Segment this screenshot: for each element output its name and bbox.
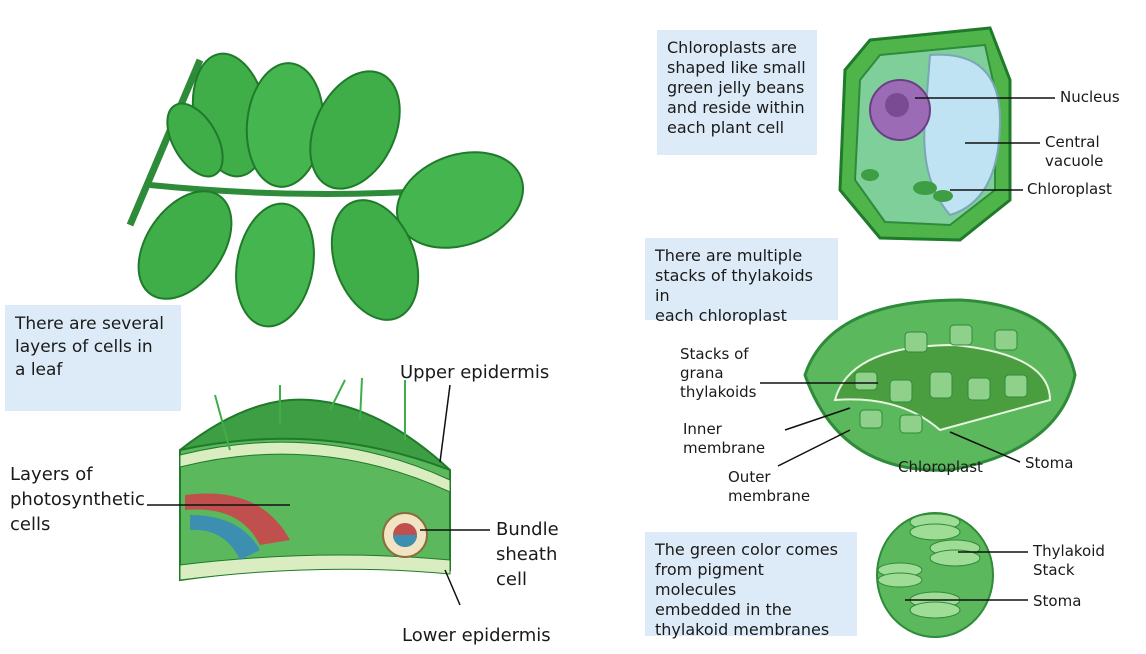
callout-chloroplast-shape: Chloroplasts are shaped like small green…: [657, 30, 817, 155]
label-outer-membrane: Outer membrane: [728, 468, 810, 506]
callout-leaf-layers: There are several layers of cells in a l…: [5, 305, 181, 411]
compound-leaf-illustration: [119, 48, 536, 333]
plant-cell-illustration: [840, 28, 1010, 240]
label-lower-epidermis: Lower epidermis: [402, 623, 551, 648]
chloroplast-illustration: [805, 300, 1075, 470]
label-nucleus: Nucleus: [1060, 88, 1120, 107]
thylakoid-closeup-illustration: [877, 513, 993, 637]
callout-green-color: The green color comes from pigment molec…: [645, 532, 857, 636]
label-photosynthetic-cells: Layers of photosynthetic cells: [10, 462, 145, 537]
callout-thylakoid-stacks: There are multiple stacks of thylakoids …: [645, 238, 838, 320]
label-bundle-sheath-cell: Bundle sheath cell: [496, 517, 559, 592]
leaf-cross-section: [180, 378, 450, 580]
label-thylakoid-stoma: Stoma: [1033, 592, 1081, 611]
label-central-vacuole: Central vacuole: [1045, 133, 1103, 171]
label-thylakoid-stack: Thylakoid Stack: [1033, 542, 1105, 580]
label-chloroplast: Chloroplast: [898, 458, 983, 477]
label-grana-thylakoids: Stacks of grana thylakoids: [680, 345, 756, 402]
label-inner-membrane: Inner membrane: [683, 420, 765, 458]
label-stoma: Stoma: [1025, 454, 1073, 473]
label-cell-chloroplast: Chloroplast: [1027, 180, 1112, 199]
label-upper-epidermis: Upper epidermis: [400, 360, 549, 385]
